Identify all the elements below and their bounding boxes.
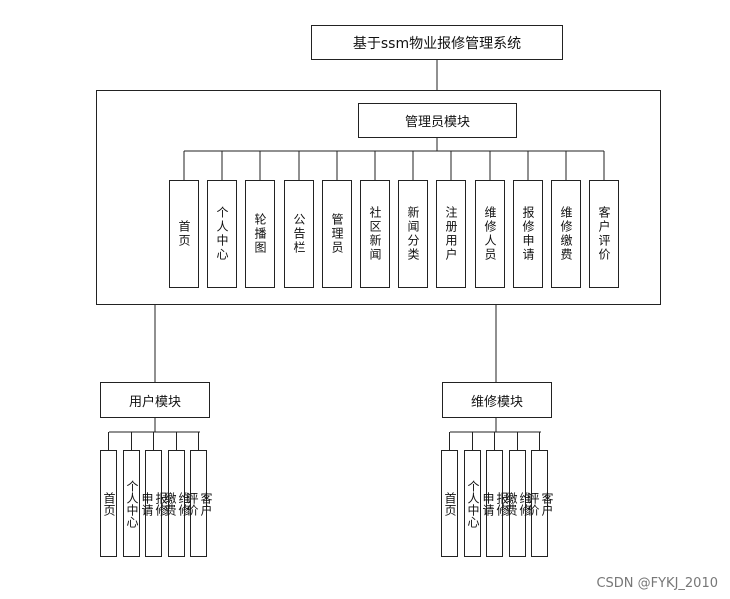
admin-item-label: 轮播图	[253, 213, 267, 255]
admin-item-box: 报修申请	[513, 180, 543, 288]
admin-item-box: 轮播图	[245, 180, 275, 288]
admin-item-label: 报修申请	[521, 206, 535, 262]
repair-item-label-line: 申请	[481, 491, 495, 516]
repair-item-box: 维修缴费	[504, 450, 532, 557]
repair-item-label: 客户评价	[526, 491, 554, 516]
repair-module-title: 维修模块	[470, 394, 523, 410]
admin-item-box: 个人中心	[207, 180, 237, 288]
repair-item-label-line: 客户	[540, 491, 554, 516]
user-item-box: 客户评价	[185, 450, 213, 557]
user-item-label: 首页	[102, 491, 116, 516]
admin-item-box: 管理员	[322, 180, 352, 288]
user-item-label: 客户评价	[185, 491, 213, 516]
admin-item-box: 注册用户	[436, 180, 466, 288]
repair-item-label: 维修缴费	[504, 491, 532, 516]
user-item-label-line: 首页	[102, 491, 116, 516]
admin-item-label: 管理员	[330, 213, 344, 255]
repair-item-label-line: 维修	[518, 491, 532, 516]
admin-item-label: 个人中心	[215, 206, 229, 262]
admin-module-title: 管理员模块	[404, 115, 470, 130]
user-module-box: 用户模块	[100, 382, 210, 418]
user-item-label-line: 申请	[140, 491, 154, 516]
user-item-label: 个人中心	[125, 479, 139, 528]
repair-module-box: 维修模块	[442, 382, 552, 418]
user-item-label-line: 维修	[177, 491, 191, 516]
user-item-label: 维修缴费	[163, 491, 191, 516]
admin-item-box: 社区新闻	[360, 180, 390, 288]
admin-item-box: 首页	[169, 180, 199, 288]
admin-item-label: 注册用户	[444, 206, 458, 262]
repair-item-label: 首页	[443, 491, 457, 516]
admin-item-label: 维修缴费	[559, 206, 573, 262]
user-item-label-line: 报修	[154, 491, 168, 516]
repair-item-label-line: 评价	[526, 491, 540, 516]
user-item-label-line: 客户	[199, 491, 213, 516]
user-item-box: 维修缴费	[163, 450, 191, 557]
admin-item-label: 维修人员	[483, 206, 497, 262]
admin-item-box: 客户评价	[589, 180, 619, 288]
user-item-box: 个人中心	[123, 450, 140, 557]
repair-item-box: 首页	[441, 450, 458, 557]
repair-item-box: 报修申请	[481, 450, 509, 557]
root-system-box: 基于ssm物业报修管理系统	[311, 25, 563, 60]
repair-item-label-line: 缴费	[504, 491, 518, 516]
user-module-title: 用户模块	[128, 394, 181, 410]
admin-item-box: 维修缴费	[551, 180, 581, 288]
admin-item-label: 公告栏	[292, 213, 306, 255]
repair-item-label: 报修申请	[481, 491, 509, 516]
admin-item-label: 客户评价	[597, 206, 611, 262]
admin-module-box: 管理员模块	[358, 103, 517, 138]
repair-item-box: 客户评价	[526, 450, 554, 557]
watermark: CSDN @FYKJ_2010	[596, 576, 718, 591]
admin-module-container	[96, 90, 661, 305]
admin-item-label: 社区新闻	[368, 206, 382, 262]
user-item-label-line: 个人中心	[125, 479, 139, 528]
repair-item-label-line: 报修	[495, 491, 509, 516]
repair-item-label: 个人中心	[466, 479, 480, 528]
admin-item-box: 公告栏	[284, 180, 314, 288]
admin-item-label: 新闻分类	[406, 206, 420, 262]
user-item-label: 报修申请	[140, 491, 168, 516]
admin-item-box: 新闻分类	[398, 180, 428, 288]
root-title: 基于ssm物业报修管理系统	[352, 35, 522, 52]
admin-item-box: 维修人员	[475, 180, 505, 288]
user-item-label-line: 缴费	[163, 491, 177, 516]
user-item-label-line: 评价	[185, 491, 199, 516]
user-item-box: 报修申请	[140, 450, 168, 557]
repair-item-label-line: 个人中心	[466, 479, 480, 528]
user-item-box: 首页	[100, 450, 117, 557]
admin-item-label: 首页	[177, 220, 191, 248]
repair-item-box: 个人中心	[464, 450, 481, 557]
repair-item-label-line: 首页	[443, 491, 457, 516]
